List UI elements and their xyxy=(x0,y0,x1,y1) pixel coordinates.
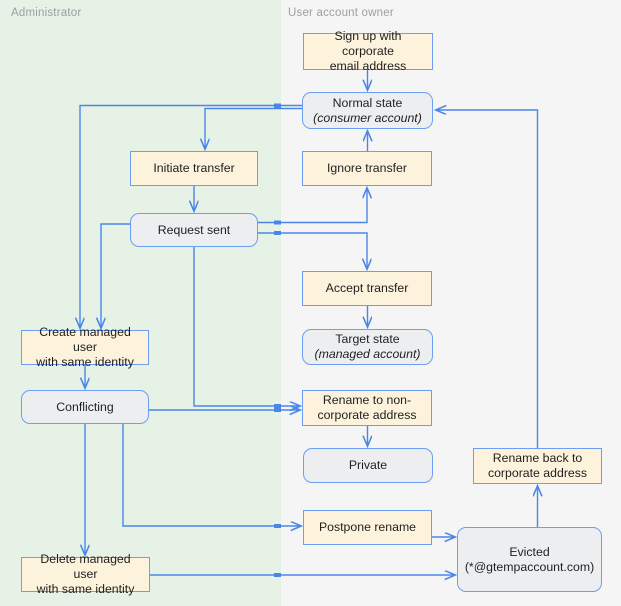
node-label: Sign up with corporate email address xyxy=(329,29,407,73)
node-label: Rename to non- corporate address xyxy=(317,393,417,422)
node-delete-managed-user-with-same-identity[interactable]: Delete managed user with same identity xyxy=(21,552,150,596)
node-create-managed-user-with-same-identity[interactable]: Create managed user with same identity xyxy=(21,325,149,369)
node-sign-up-with-corporate-email-address[interactable]: Sign up with corporate email address xyxy=(303,29,433,73)
node-label-group: Evicted (*@gtempaccount.com) xyxy=(465,545,594,575)
node-initiate-transfer[interactable]: Initiate transfer xyxy=(130,151,258,186)
node-label: Postpone rename xyxy=(318,520,417,534)
node-rename-to-non-corporate-address[interactable]: Rename to non- corporate address xyxy=(302,390,432,426)
swimlane-label-administrator: Administrator xyxy=(11,7,82,19)
node-label: Ignore transfer xyxy=(327,161,407,175)
node-label: Evicted xyxy=(509,544,550,559)
node-sublabel: (*@gtempaccount.com) xyxy=(464,559,595,574)
node-label: Delete managed user with same identity xyxy=(36,552,135,596)
node-label: Initiate transfer xyxy=(153,161,235,175)
node-rename-back-to-corporate-address[interactable]: Rename back to corporate address xyxy=(473,448,602,484)
node-target-state[interactable]: Target state (managed account) xyxy=(302,329,433,365)
node-request-sent[interactable]: Request sent xyxy=(130,213,258,247)
edge-request-to-create xyxy=(101,223,130,328)
edge-conflicting-to-postpone xyxy=(122,424,301,526)
node-label: Target state xyxy=(335,332,400,346)
node-label: Create managed user with same identity xyxy=(36,325,134,369)
node-evicted[interactable]: Evicted (*@gtempaccount.com) xyxy=(457,527,602,592)
node-label: Private xyxy=(348,458,388,472)
swimlane-label-user-account-owner: User account owner xyxy=(288,7,394,19)
swimlane-administrator xyxy=(0,0,281,606)
node-ignore-transfer[interactable]: Ignore transfer xyxy=(302,151,432,186)
edge-renameback-to-normal xyxy=(436,110,539,448)
node-normal-state[interactable]: Normal state (consumer account) xyxy=(302,92,433,129)
node-accept-transfer[interactable]: Accept transfer xyxy=(302,271,432,306)
node-postpone-rename[interactable]: Postpone rename xyxy=(303,510,432,545)
node-label-group: Target state (managed account) xyxy=(315,332,421,362)
edge-normal-to-initiate xyxy=(205,107,302,150)
node-label: Request sent xyxy=(157,222,231,237)
edge-request-to-accept xyxy=(258,232,367,269)
edge-normal-to-create xyxy=(80,104,302,329)
edge-junction-markers xyxy=(274,103,281,577)
edge-request-to-rename xyxy=(193,247,300,406)
edge-request-to-ignore xyxy=(258,188,367,224)
node-sublabel: (managed account) xyxy=(314,347,421,361)
node-label-group: Normal state (consumer account) xyxy=(313,96,422,126)
node-sublabel: (consumer account) xyxy=(313,110,422,125)
node-label: Conflicting xyxy=(56,399,114,414)
node-label: Normal state xyxy=(332,95,403,110)
node-private[interactable]: Private xyxy=(303,448,433,483)
node-label: Accept transfer xyxy=(325,281,409,295)
node-conflicting[interactable]: Conflicting xyxy=(21,390,149,424)
node-label: Rename back to corporate address xyxy=(487,451,588,480)
